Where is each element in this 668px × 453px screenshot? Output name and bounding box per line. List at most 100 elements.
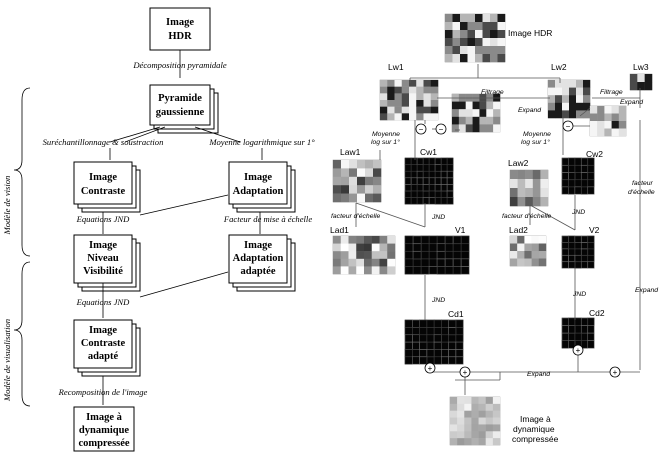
box-pyramid-line2: gaussienne [156,107,205,118]
tile-output [449,396,501,446]
box-adaptation-adapted [228,234,288,284]
label-lw1: Lw1 [388,62,404,72]
label-facteur-2: facteur d'échelle [502,213,552,220]
label-output-2: dynamique [513,424,555,434]
label-jnd-c: JND [431,297,445,304]
side-label-vision: Modèle de vision [2,176,12,236]
box-contrast-adapted [73,319,133,369]
label-law1: Law1 [340,147,361,157]
tile-v2 [561,235,595,269]
label-lad1: Lad1 [330,225,349,235]
tile-v1 [404,235,470,275]
box-visibility-line1: Image [89,240,117,251]
label-facteur-3a: facteur [632,180,654,187]
label-filtrage-2: Filtrage [600,89,623,96]
box-output [73,406,135,452]
label-expand-2: Expand [620,99,643,106]
box-adaptation-adapted-line1: Image [244,240,272,251]
tile-cd1 [404,319,464,365]
label-moyenne-2b: log sur 1° [521,138,550,146]
op-plus-1: + [424,362,436,374]
box-adaptation-adapted-line2: Adaptation [233,253,284,264]
label-scale-factor: Facteur de mise à échelle [223,214,312,224]
box-contrast-adapted-line2: Contraste [81,338,126,349]
box-contrast-adapted-line1: Image [89,325,117,336]
label-facteur-3b: d'échelle [628,189,655,196]
op-minus-2-symbol: − [439,125,444,134]
box-visibility-line3: Visibilité [83,266,123,277]
tile-cd2 [561,317,595,349]
box-pyramid-line1: Pyramide [158,93,202,104]
label-filtrage-1: Filtrage [481,89,504,96]
tile-lw1 [379,79,439,121]
connector [109,126,161,143]
box-pyramid [149,84,211,126]
connector [139,271,229,298]
connector [139,194,229,216]
tile-lw2 [547,79,591,119]
tile-lad1 [332,235,396,275]
op-minus-1: − [415,123,427,135]
tile-cw2 [561,157,595,195]
tile-lad2 [509,235,547,267]
label-jnd-a: JND [431,214,445,221]
label-lw2: Lw2 [551,62,567,72]
label-expand-3: Expand [527,371,550,378]
label-decomposition: Décomposition pyramidale [132,60,227,70]
op-plus-2-symbol: + [463,368,468,377]
box-contrast-adapted-line3: adapté [88,351,119,362]
label-moyenne-1a: Moyenne [372,131,400,138]
box-visibility-line2: Niveau [87,253,119,264]
box-adaptation-line1: Image [244,172,272,183]
tile-image-hdr [444,13,506,63]
op-plus-3-symbol: + [576,346,581,355]
tile-law2 [509,169,549,207]
vision-brace [13,87,31,257]
box-image-hdr-line2: HDR [168,31,192,42]
label-cd1: Cd1 [448,309,464,319]
tile-lw2-expand [589,105,627,137]
label-output-3: compressée [512,434,559,444]
label-moyenne-1b: log sur 1° [371,138,400,146]
label-lw3: Lw3 [633,62,649,72]
connector [194,126,241,143]
op-minus-2: − [435,123,447,135]
display-brace [13,261,31,407]
label-expand-4: Expand [635,287,658,294]
box-adaptation [228,161,288,205]
label-log-mean: Moyenne logarithmique sur 1° [208,137,315,147]
tile-lw1-expand [451,93,501,133]
box-output-line1: Image à [86,412,123,423]
box-image-hdr [149,7,211,51]
op-plus-4-symbol: + [613,368,618,377]
label-image-hdr: Image HDR [508,28,552,38]
tile-lw3 [629,73,653,91]
box-contrast [73,161,133,205]
tile-law1 [332,159,382,203]
op-minus-1-symbol: − [419,125,424,134]
label-facteur-1: facteur d'échelle [331,213,381,220]
box-contrast-line1: Image [89,172,117,183]
label-moyenne-2a: Moyenne [523,131,551,138]
label-jnd-d: JND [572,291,586,298]
op-plus-2: + [459,366,471,378]
label-jnd-b: JND [571,209,585,216]
label-cw1: Cw1 [420,147,437,157]
label-cw2: Cw2 [586,149,603,159]
box-output-line3: compressée [78,438,129,449]
op-plus-3: + [572,344,584,356]
box-visibility [73,234,133,284]
label-lad2: Lad2 [509,225,528,235]
op-minus-3: − [562,120,574,132]
op-minus-3-symbol: − [566,122,571,131]
label-subsampling: Suréchantillonnage & soustraction [43,137,164,147]
box-output-line2: dynamique [79,425,130,436]
label-cd2: Cd2 [589,308,605,318]
box-adaptation-adapted-line3: adaptée [241,266,276,277]
label-expand-1: Expand [518,107,541,114]
label-law2: Law2 [508,158,529,168]
side-label-display: Modèle de visualisation [2,319,12,402]
op-plus-1-symbol: + [428,364,433,373]
